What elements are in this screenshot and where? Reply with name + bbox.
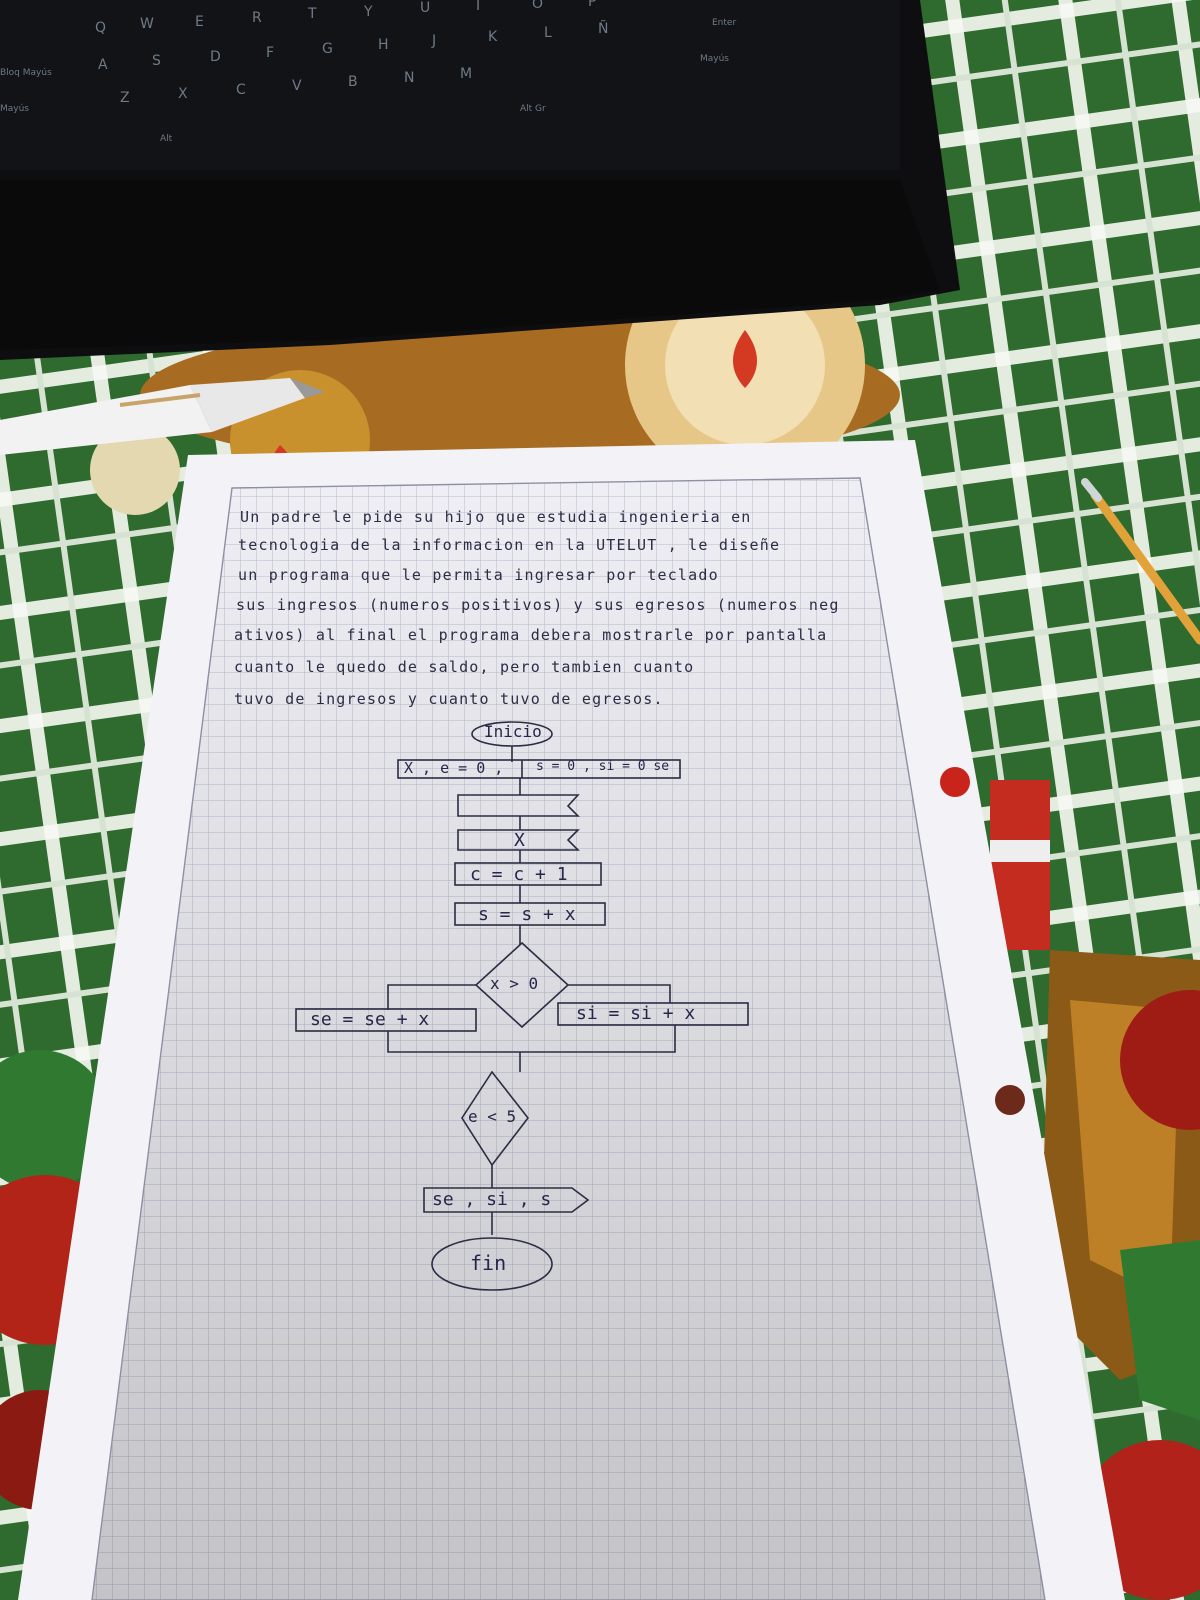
key-h[interactable]: H [378, 37, 389, 53]
problem-line-6: cuanto le quedo de saldo, pero tambien c… [234, 658, 695, 676]
flowchart-shapes [295, 721, 749, 1291]
key-y[interactable]: Y [364, 4, 373, 20]
key-mayus-right[interactable]: Mayús [700, 54, 729, 64]
left-branch-box [295, 1008, 477, 1032]
key-e[interactable]: E [195, 14, 204, 30]
problem-line-2: tecnologia de la informacion en la UTELU… [238, 536, 781, 554]
key-alt[interactable]: Alt [160, 134, 173, 144]
key-k[interactable]: K [488, 29, 498, 45]
punch-hole-top [940, 767, 970, 797]
decision-x-positive [474, 941, 570, 1029]
read-input-1 [457, 794, 580, 817]
key-a[interactable]: A [98, 57, 108, 73]
right-branch-box [557, 1002, 749, 1026]
key-v[interactable]: V [292, 78, 302, 94]
paper-sheet [18, 440, 1125, 1600]
key-alt-gr[interactable]: Alt Gr [520, 104, 546, 114]
problem-line-1: Un padre le pide su hijo que estudia ing… [240, 508, 752, 526]
read-input-x [457, 829, 580, 851]
key-l[interactable]: L [544, 25, 552, 41]
key-f[interactable]: F [266, 45, 275, 61]
problem-line-3: un programa que le permita ingresar por … [238, 566, 719, 584]
pencil [1081, 478, 1200, 645]
key-i[interactable]: I [476, 0, 481, 14]
key-c[interactable]: C [236, 82, 246, 98]
problem-line-5: ativos) al final el programa debera most… [234, 626, 828, 644]
problem-line-7: tuvo de ingresos y cuanto tuvo de egreso… [234, 690, 664, 708]
key-t[interactable]: T [308, 6, 317, 22]
read-x-label: X [514, 830, 525, 851]
key-enter[interactable]: Enter [712, 18, 737, 28]
key-bloq-mayus[interactable]: Bloq Mayús [0, 68, 52, 78]
condition-label: x > 0 [490, 974, 539, 993]
init-process [397, 759, 681, 779]
end-label: fin [470, 1251, 507, 1275]
key-w[interactable]: W [140, 16, 154, 32]
key-u[interactable]: U [420, 0, 431, 16]
key-m[interactable]: M [460, 66, 473, 82]
key-z[interactable]: Z [120, 90, 130, 106]
init-label-2: s = 0 , si = 0 se [536, 759, 670, 774]
end-terminal [431, 1237, 553, 1291]
ornament-right [990, 780, 1200, 1600]
right-branch-label: si = si + x [576, 1003, 696, 1024]
key-enye[interactable]: Ñ [598, 21, 609, 37]
output-label: se , si , s [432, 1189, 552, 1210]
key-q[interactable]: Q [95, 20, 107, 36]
assign-s-label: s = s + x [478, 904, 576, 925]
key-r[interactable]: R [252, 10, 262, 26]
problem-line-4: sus ingresos (numeros positivos) y sus e… [236, 596, 840, 614]
key-o[interactable]: O [532, 0, 544, 12]
key-s[interactable]: S [152, 53, 161, 69]
laptop [0, 0, 960, 360]
key-mayus-left[interactable]: Mayús [0, 104, 29, 114]
key-n[interactable]: N [404, 70, 415, 86]
punch-hole-bottom [995, 1085, 1025, 1115]
init-label: X , e = 0 , [404, 759, 504, 777]
key-d[interactable]: D [210, 49, 221, 65]
key-g[interactable]: G [322, 41, 333, 57]
output-box [423, 1187, 590, 1213]
start-label: Inicio [484, 722, 542, 741]
key-x[interactable]: X [178, 86, 188, 102]
assign-s-box [454, 902, 606, 926]
assign-c-label: c = c + 1 [470, 864, 568, 885]
key-j[interactable]: J [432, 33, 437, 49]
left-branch-label: se = se + x [310, 1009, 430, 1030]
pen [0, 378, 325, 455]
loop-condition-label: e < 5 [468, 1107, 517, 1126]
key-b[interactable]: B [348, 74, 358, 90]
assign-c-box [454, 862, 602, 886]
key-p[interactable]: P [588, 0, 597, 10]
